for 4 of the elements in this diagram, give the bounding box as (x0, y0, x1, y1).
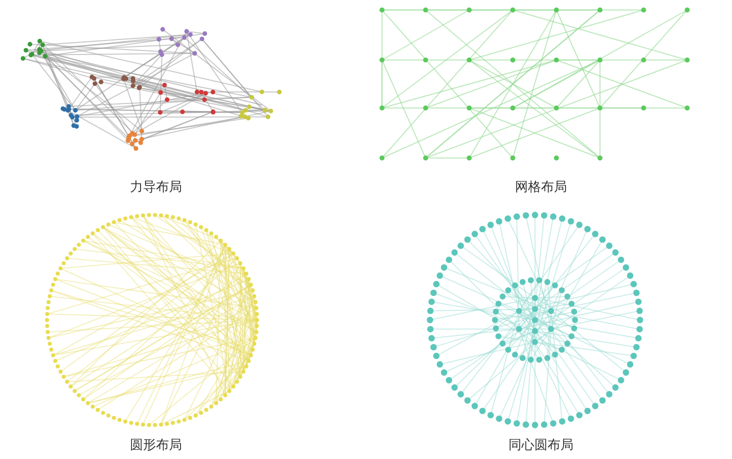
caption: 力导布局 (130, 179, 182, 196)
caption: 网格布局 (515, 179, 567, 196)
caption: 同心圆布局 (508, 437, 574, 454)
caption: 圆形布局 (130, 437, 182, 454)
